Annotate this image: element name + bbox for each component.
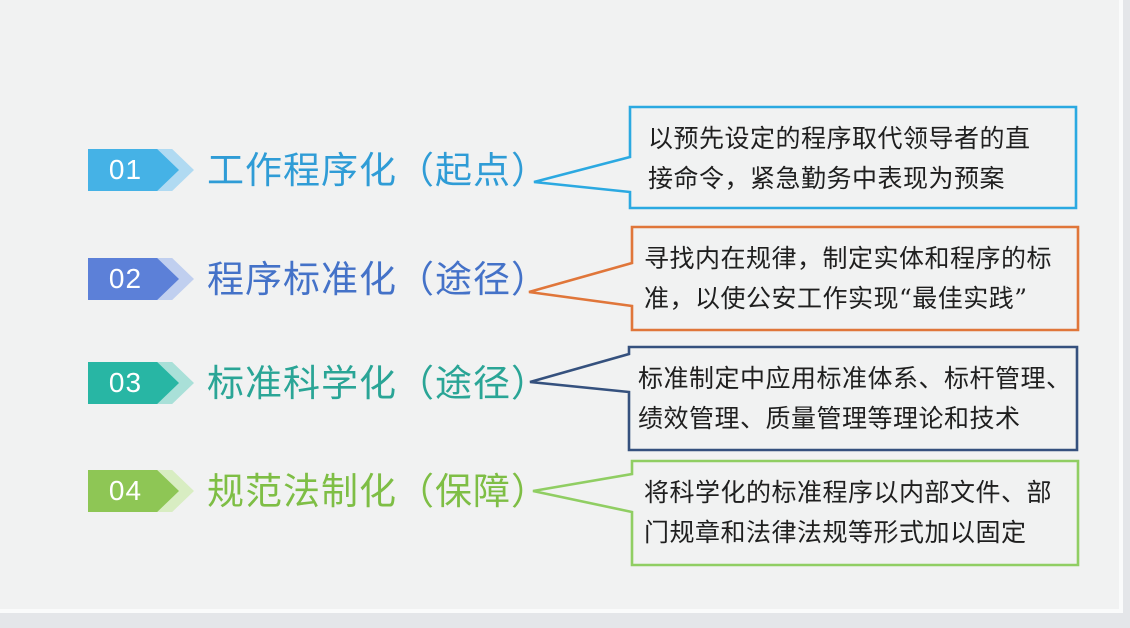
callout-line: 标准制定中应用标准体系、标杆管理、 [638,364,1072,393]
callout-line: 门规章和法律法规等形式加以固定 [644,518,1027,547]
step-number: 01 [88,149,179,191]
step-title-2: 程序标准化（途径） [207,259,549,300]
step-number: 03 [88,362,179,404]
step-number: 04 [88,470,179,512]
callout-line: 准，以使公安工作实现“最佳实践” [644,284,1028,313]
step-title-1: 工作程序化（起点） [207,150,549,191]
callout-text-2: 寻找内在规律，制定实体和程序的标 准，以使公安工作实现“最佳实践” [644,239,1052,319]
callout-shape-1 [533,105,1078,210]
step-badge-04: 04 [88,470,194,512]
step-title-3: 标准科学化（途径） [207,363,549,404]
callout-line: 接命令，紧急勤务中表现为预案 [648,164,1006,193]
callout-shape-3 [529,345,1079,452]
callout-line: 以预先设定的程序取代领导者的直 [648,124,1031,153]
step-badge-03: 03 [88,362,194,404]
callout-line: 将科学化的标准程序以内部文件、部 [644,478,1053,507]
step-number: 02 [88,258,179,300]
step-badge-02: 02 [88,258,194,300]
callout-text-1: 以预先设定的程序取代领导者的直 接命令，紧急勤务中表现为预案 [648,119,1031,199]
step-title-4: 规范法制化（保障） [207,471,549,512]
callout-line: 绩效管理、质量管理等理论和技术 [638,404,1021,433]
callout-text-4: 将科学化的标准程序以内部文件、部 门规章和法律法规等形式加以固定 [644,473,1052,553]
callout-text-3: 标准制定中应用标准体系、标杆管理、 绩效管理、质量管理等理论和技术 [638,359,1072,439]
callout-shape-4 [532,459,1080,567]
callout-shape-2 [528,225,1080,332]
step-badge-01: 01 [88,149,194,191]
callout-line: 寻找内在规律，制定实体和程序的标 [644,244,1053,273]
